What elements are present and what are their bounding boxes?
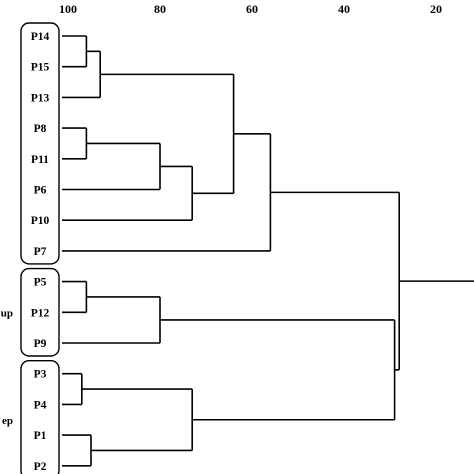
leaf-label-p11: P11 [31, 154, 49, 166]
leaf-label-p2: P2 [34, 461, 47, 473]
group-side-labels: up ep [1, 307, 13, 426]
leaf-label-p14: P14 [31, 31, 50, 43]
leaf-label-p7: P7 [34, 246, 47, 258]
axis-tick-label-100: 100 [59, 2, 77, 16]
leaf-label-p5: P5 [34, 277, 47, 289]
leaf-label-p1: P1 [34, 430, 47, 442]
group-side-label-2: up [1, 307, 13, 319]
axis-tick-label-20: 20 [430, 2, 442, 16]
cluster-group-box-1 [20, 22, 60, 265]
axis-tick-label-80: 80 [154, 2, 166, 16]
leaf-label-p10: P10 [31, 215, 50, 227]
cluster-group-box-3 [20, 360, 60, 474]
similarity-axis: 100 80 60 40 20 [59, 2, 442, 16]
leaf-label-p13: P13 [31, 92, 50, 104]
cluster-group-box-2 [20, 267, 60, 357]
axis-tick-label-60: 60 [246, 2, 258, 16]
leaf-label-p15: P15 [31, 62, 50, 74]
leaf-label-p6: P6 [34, 185, 47, 197]
cluster-group-boxes [20, 22, 60, 474]
leaf-label-p12: P12 [31, 307, 50, 319]
leaf-label-p9: P9 [34, 338, 47, 350]
leaf-label-p8: P8 [34, 123, 47, 135]
leaf-label-p4: P4 [34, 399, 47, 411]
dendrogram-branches [62, 35, 474, 467]
leaf-label-p3: P3 [34, 369, 47, 381]
group-side-label-3: ep [2, 415, 13, 427]
axis-tick-label-40: 40 [338, 2, 350, 16]
